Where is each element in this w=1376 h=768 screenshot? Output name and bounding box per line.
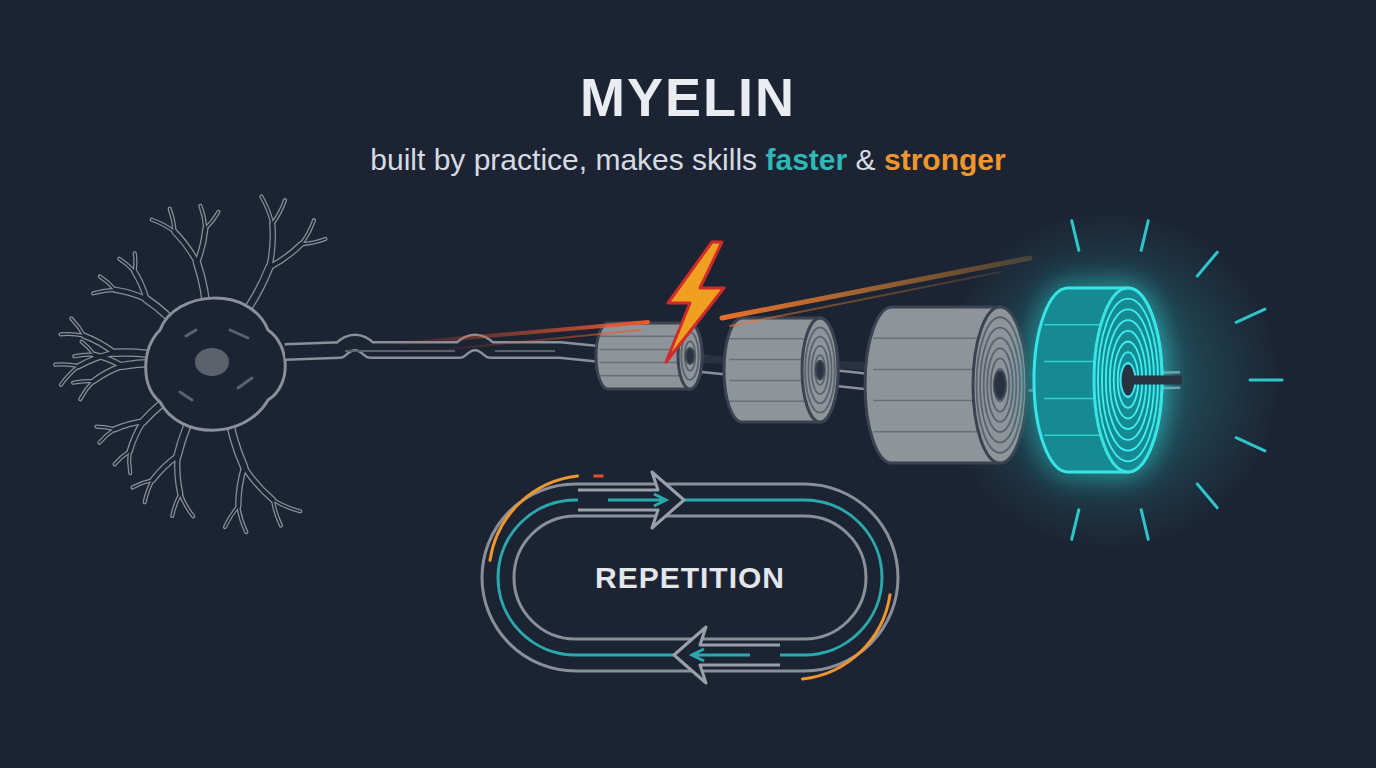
subtitle-text: faster <box>765 143 847 177</box>
diagram-title: MYELIN <box>0 66 1376 128</box>
subtitle-text: built by practice, makes skills <box>370 143 757 177</box>
subtitle-text: & <box>856 143 876 177</box>
signal-streaks <box>385 242 1030 362</box>
lightning-bolt <box>666 242 724 362</box>
subtitle-text: stronger <box>884 143 1006 177</box>
repetition-loop: REPETITION <box>470 470 910 685</box>
loop-label: REPETITION <box>595 561 785 595</box>
subtitle-line: built by practice, makes skillsfaster&st… <box>0 143 1376 177</box>
neuron <box>55 197 325 532</box>
